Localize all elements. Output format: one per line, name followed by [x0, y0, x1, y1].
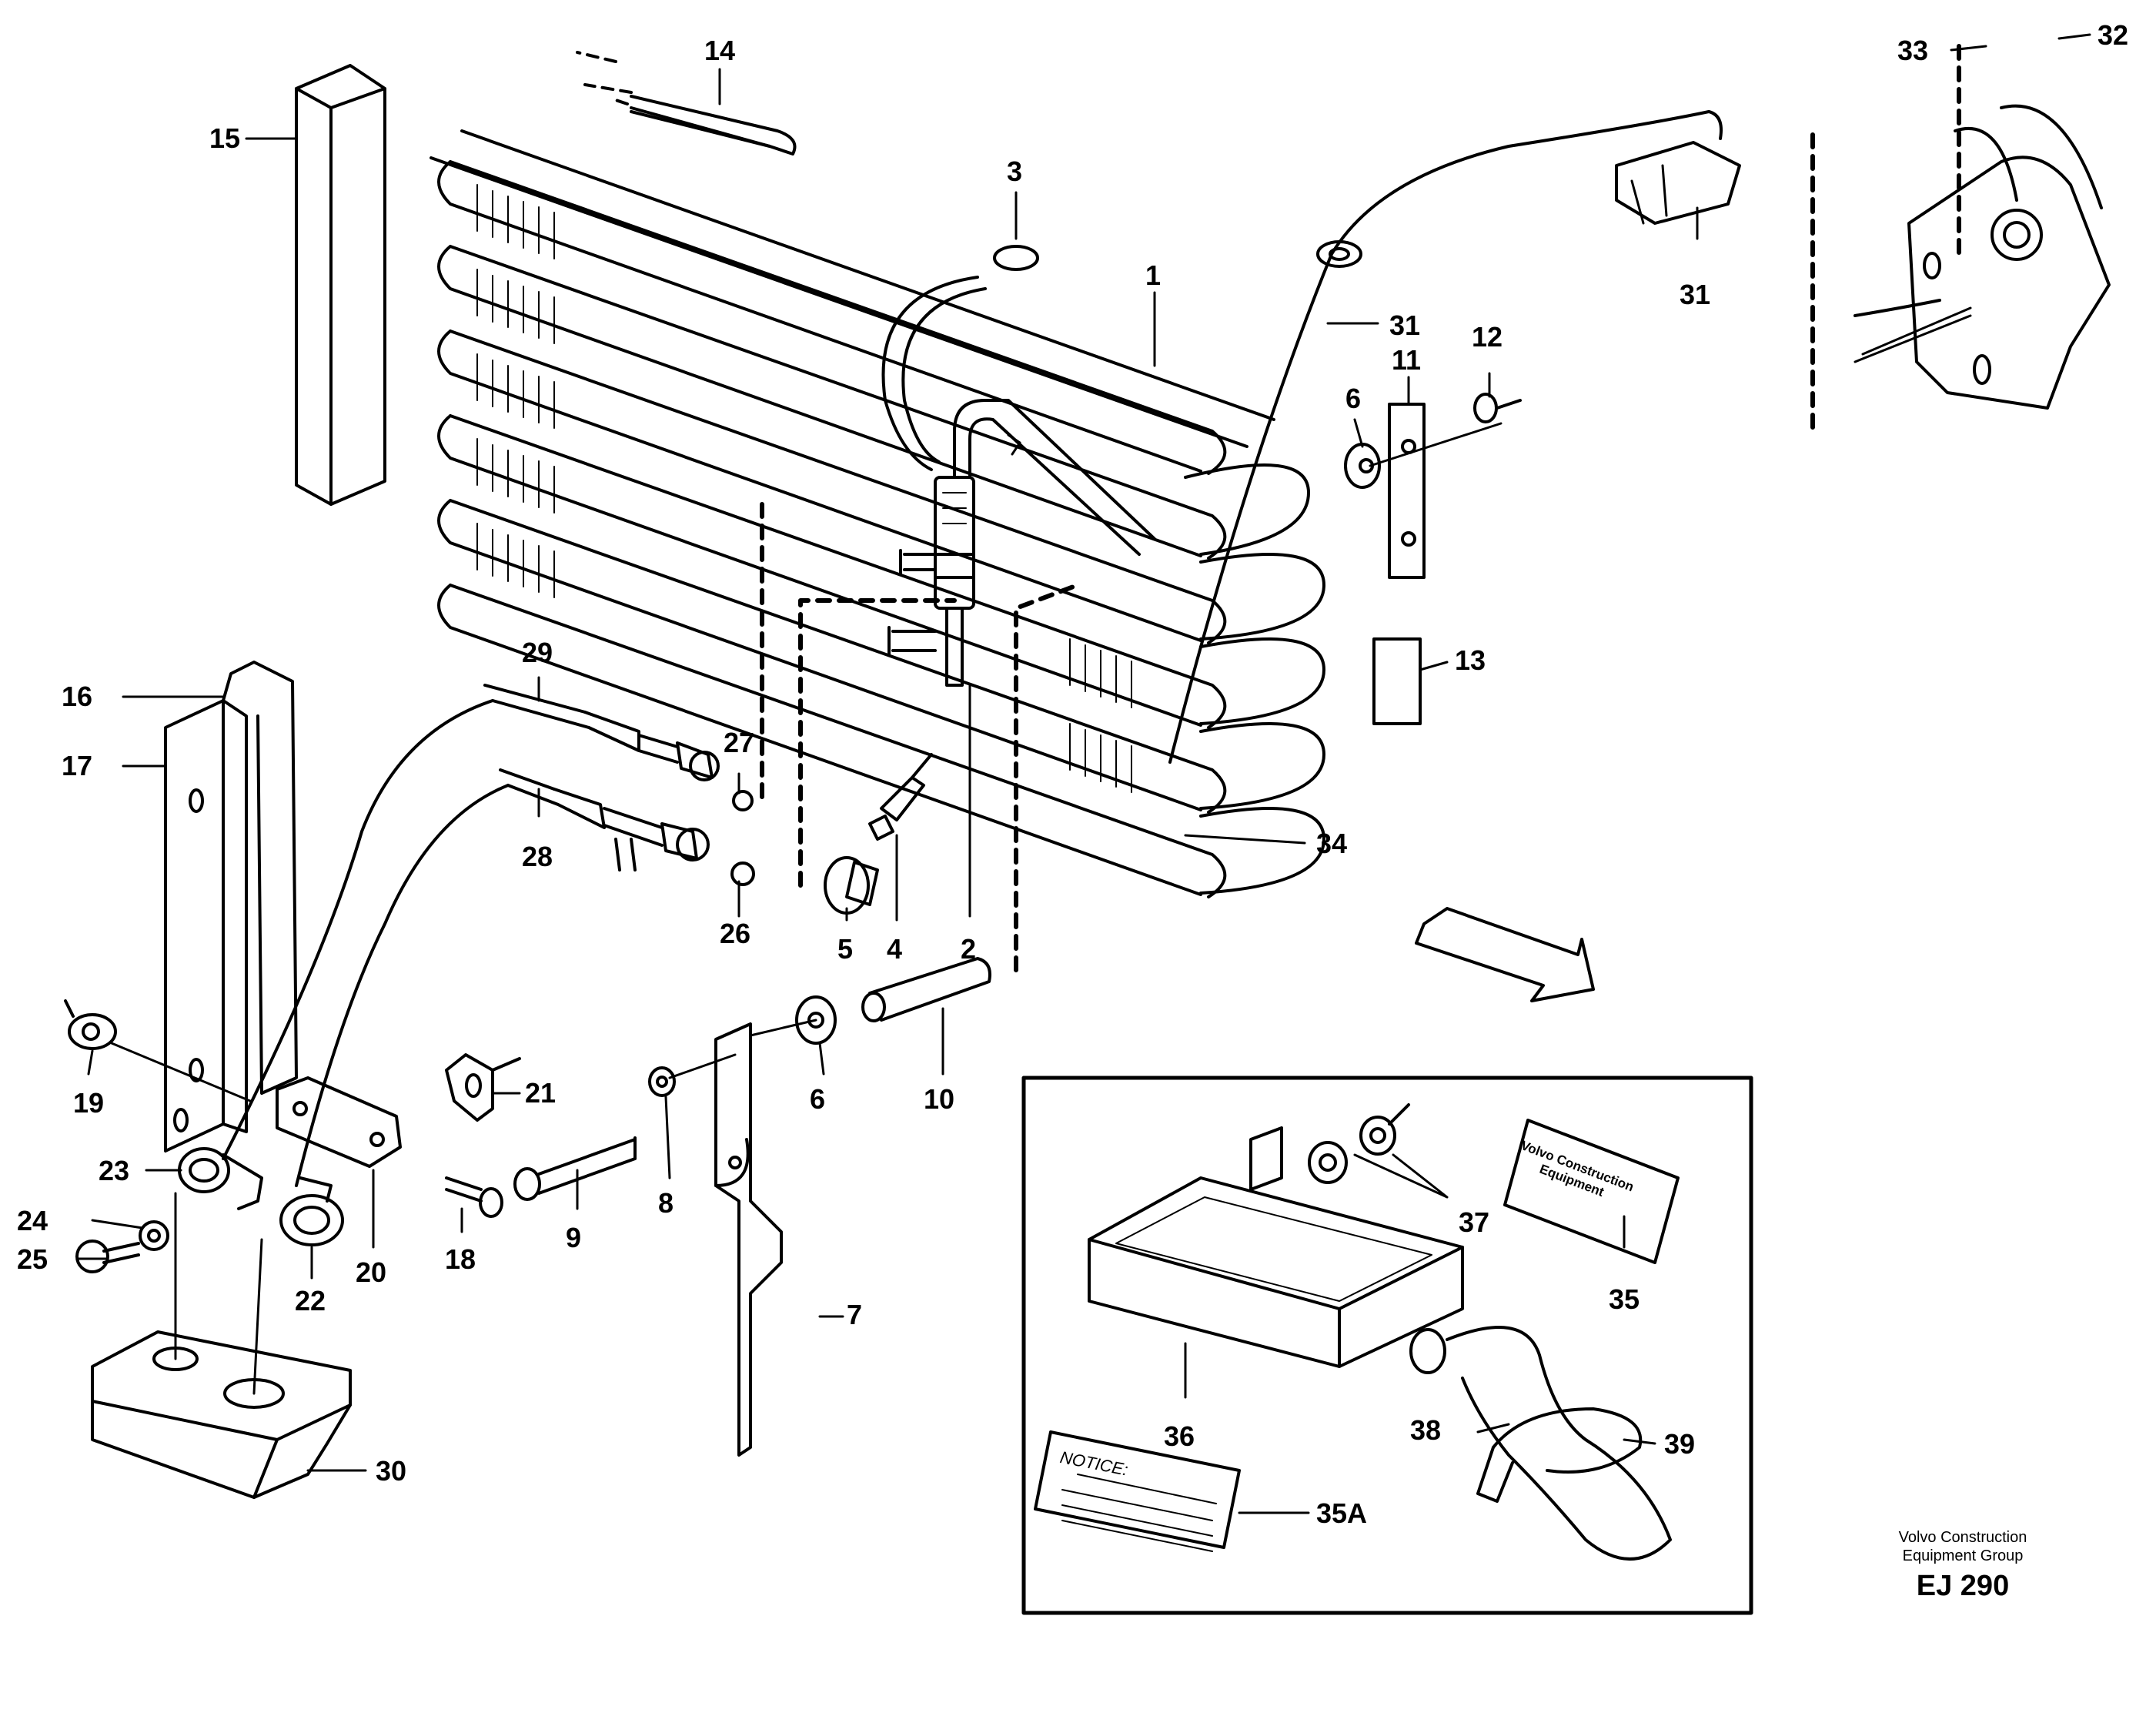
callout-9: 9 — [566, 1222, 582, 1253]
part-35A-notice-plate — [1034, 1430, 1241, 1552]
callout-31-capillary: 31 — [1389, 309, 1421, 341]
part-23-clamp — [178, 1147, 263, 1210]
callout-6-bottom: 6 — [810, 1083, 826, 1115]
expansion-valve — [887, 399, 1156, 687]
callout-leaders — [75, 33, 2091, 1514]
credit-line-1: Volvo Construction — [1898, 1529, 2027, 1546]
evaporator-core — [430, 129, 1325, 898]
hose-28 — [499, 768, 755, 886]
part-30-block — [91, 1192, 352, 1499]
thermostat-capillary — [1168, 110, 1741, 764]
part-36-drain-pan — [1088, 1126, 1464, 1374]
callout-29: 29 — [522, 637, 553, 668]
callout-27: 27 — [724, 727, 755, 758]
callout-11: 11 — [1392, 344, 1422, 376]
callout-21: 21 — [525, 1077, 557, 1109]
callout-24: 24 — [17, 1205, 48, 1236]
part-22-clamp — [279, 1176, 344, 1246]
callout-23: 23 — [99, 1155, 130, 1186]
thermostat-bracket — [1853, 104, 2111, 410]
evaporator-fins — [476, 184, 1132, 793]
part-13-pad — [1372, 637, 1422, 725]
part-38-hose — [1446, 1326, 1672, 1561]
callout-39: 39 — [1664, 1428, 1696, 1460]
credit-line-2: Equipment Group — [1902, 1547, 2024, 1564]
hose-29 — [483, 684, 720, 781]
callout-28: 28 — [522, 841, 553, 872]
callout-36: 36 — [1164, 1420, 1195, 1452]
callout-1: 1 — [1145, 259, 1162, 291]
hose-29-run — [222, 699, 494, 1160]
callout-31-thermostat: 31 — [1680, 279, 1711, 310]
part-18-bolt — [445, 1176, 503, 1218]
callout-14: 14 — [704, 35, 736, 66]
inset-box — [1021, 1076, 1753, 1615]
callout-30: 30 — [376, 1455, 407, 1487]
callout-19: 19 — [73, 1087, 105, 1119]
publisher-credit: Volvo Construction Equipment Group EJ 29… — [1855, 1528, 2071, 1603]
part-25-screw — [75, 1240, 140, 1273]
part-7-bracket — [714, 1022, 783, 1457]
callout-35: 35 — [1609, 1283, 1640, 1315]
callout-26: 26 — [720, 918, 751, 949]
callout-3: 3 — [1007, 156, 1023, 187]
callout-38: 38 — [1410, 1414, 1442, 1446]
callout-7: 7 — [847, 1299, 863, 1330]
callout-15: 15 — [209, 122, 241, 154]
assembly-leaders — [760, 44, 1961, 972]
part-35-label-plate — [1503, 1119, 1680, 1264]
part-9-bolt — [513, 1136, 637, 1201]
part-3-ring — [993, 245, 1039, 271]
callout-20: 20 — [356, 1256, 387, 1288]
callout-22: 22 — [295, 1285, 326, 1316]
part-6-washer-bottom — [795, 995, 837, 1045]
part-8-washer — [648, 1066, 676, 1097]
callout-18: 18 — [445, 1243, 476, 1275]
part-12-washer — [1473, 393, 1522, 423]
callout-32: 32 — [2098, 19, 2129, 51]
part-19-nut — [64, 999, 117, 1050]
arrow-mark — [1007, 433, 1021, 456]
callout-25: 25 — [17, 1243, 48, 1275]
callout-5: 5 — [837, 933, 854, 965]
part-14-seal — [576, 51, 797, 156]
callout-2: 2 — [961, 933, 977, 965]
part-20-bracket — [276, 1076, 402, 1168]
part-21-clip — [445, 1053, 521, 1122]
part-24-washer — [139, 1220, 169, 1251]
service-valve — [824, 753, 933, 915]
callout-10: 10 — [924, 1083, 955, 1115]
callout-37: 37 — [1459, 1206, 1490, 1238]
callout-33: 33 — [1897, 35, 1929, 66]
part-37-washers — [1308, 1103, 1410, 1184]
part-6-washer-top — [1344, 443, 1381, 489]
callout-17: 17 — [62, 750, 93, 781]
callout-34: 34 — [1316, 828, 1348, 859]
callout-4: 4 — [887, 933, 903, 965]
direction-arrow — [1415, 907, 1595, 1002]
diagram-code: EJ 290 — [1916, 1570, 2010, 1602]
hose-28-run — [295, 784, 510, 1187]
callout-35A: 35A — [1316, 1497, 1368, 1529]
callout-16: 16 — [62, 681, 93, 712]
part-39-tie — [1476, 1407, 1643, 1503]
part-15-block — [295, 64, 386, 506]
callout-12: 12 — [1472, 321, 1503, 353]
callout-13: 13 — [1455, 644, 1486, 676]
part-11-plate — [1388, 403, 1426, 579]
evaporator-tube-rows — [437, 160, 1227, 898]
callout-8: 8 — [658, 1187, 674, 1219]
callout-6-top: 6 — [1345, 383, 1362, 414]
part-10-tube — [861, 957, 991, 1022]
part-16-17-bracket — [164, 661, 298, 1153]
